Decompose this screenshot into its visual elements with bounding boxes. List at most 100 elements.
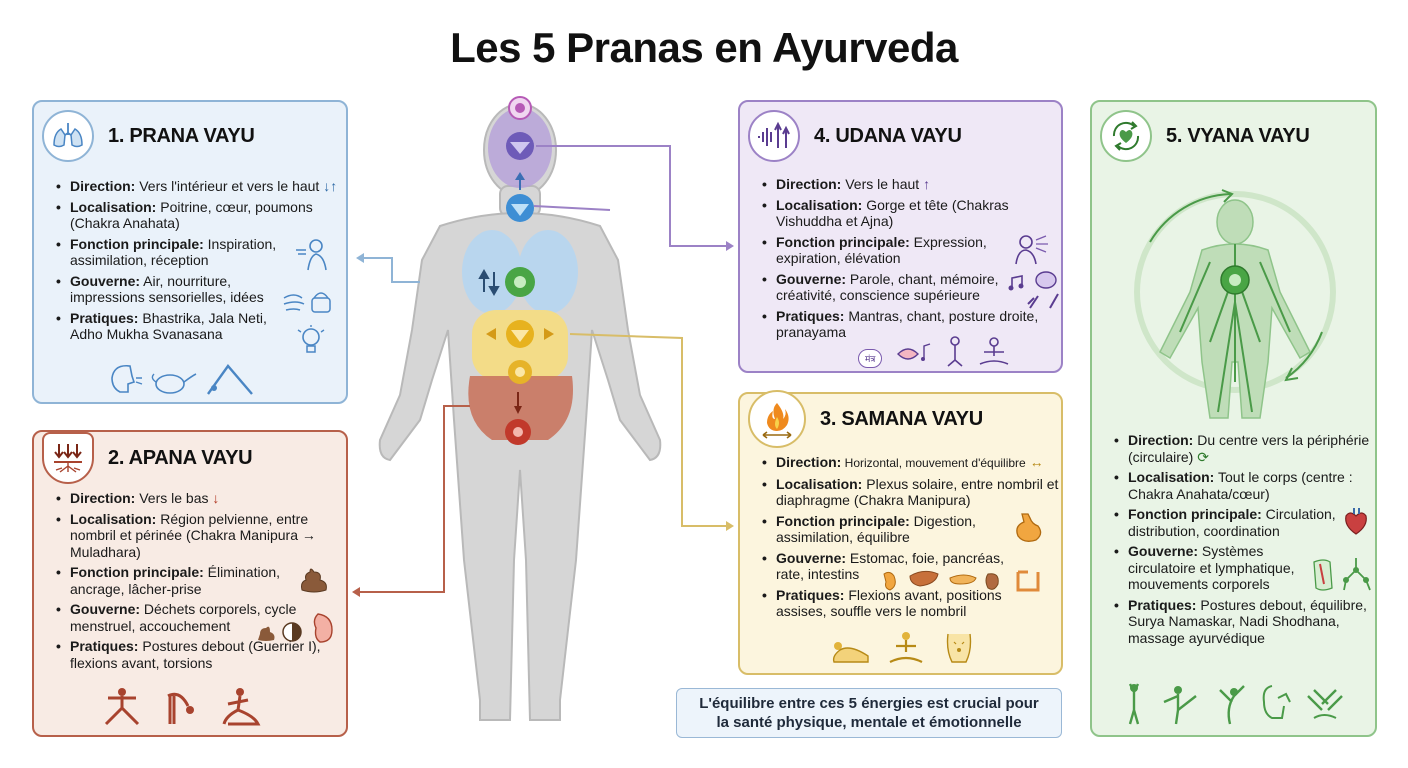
chest-region-blue-right xyxy=(518,230,578,314)
apana-vayu-panel: 2. APANA VAYU Direction: Vers le bas ↓ L… xyxy=(32,430,348,737)
forward-bend-icon xyxy=(167,692,194,724)
vyana-title: 5. VYANA VAYU xyxy=(1166,124,1310,147)
vyana-details: Direction: Du centre vers la périphérie … xyxy=(1114,432,1376,650)
samana-localisation: Localisation: Plexus solaire, entre nomb… xyxy=(762,476,1062,509)
connector-samana-arrow xyxy=(726,521,734,531)
horizontal-arrows-icon xyxy=(486,328,554,340)
apana-localisation: Localisation: Région pelvienne, entre no… xyxy=(56,511,348,561)
music-mind-icons xyxy=(1008,271,1059,309)
prana-vayu-panel: 1. PRANA VAYU Direction: Vers l'intérieu… xyxy=(32,100,348,404)
prana-fonction: Fonction principale: Inspiration, assimi… xyxy=(56,236,350,269)
vyana-direction: Direction: Du centre vers la périphérie … xyxy=(1114,432,1376,465)
up-down-arrows-icon xyxy=(478,268,500,297)
apana-header: 2. APANA VAYU xyxy=(42,432,253,484)
standing-pose-icon xyxy=(1128,683,1140,725)
samana-gouverne: Gouverne: Estomac, foie, pancréas, rate,… xyxy=(762,550,1062,583)
udana-localisation: Localisation: Gorge et tête (Chakras Vis… xyxy=(762,197,1062,230)
stomach-icon xyxy=(1016,513,1042,542)
udana-details: Direction: Vers le haut ↑ Localisation: … xyxy=(762,176,1062,345)
inhale-person-icon xyxy=(296,239,327,271)
vyana-pratiques: Pratiques: Postures debout, équilibre, S… xyxy=(1114,597,1376,647)
heart-organ-icon xyxy=(1345,508,1367,535)
singing-person-icon xyxy=(1015,235,1048,265)
waste-icon xyxy=(301,568,327,593)
samana-practice-icons xyxy=(828,630,976,666)
prana-pratiques: Pratiques: Bhastrika, Jala Neti, Adho Mu… xyxy=(56,310,350,343)
udana-direction: Direction: Vers le haut ↑ xyxy=(762,176,1062,193)
seated-meditation-icon xyxy=(889,632,923,663)
connector-udana xyxy=(536,145,728,247)
page-title: Les 5 Pranas en Ayurveda xyxy=(450,24,958,71)
connector-prana-arrow xyxy=(356,253,364,263)
vyana-fonction: Fonction principale: Circulation, distri… xyxy=(1114,506,1376,539)
apana-gouverne: Gouverne: Déchets corporels, cycle menst… xyxy=(56,601,348,634)
udana-gouverne: Gouverne: Parole, chant, mémoire, créati… xyxy=(762,271,1062,304)
chest-region-blue-left xyxy=(462,230,522,314)
samana-fonction: Fonction principale: Digestion, assimila… xyxy=(762,513,1062,546)
twist-pose-icon xyxy=(222,688,261,726)
chanting-mouth-icon xyxy=(897,343,931,361)
samana-header: 3. SAMANA VAYU xyxy=(748,390,983,448)
prana-details: Direction: Vers l'intérieur et vers le h… xyxy=(56,178,350,347)
samana-details: Direction: Horizontal, mouvement d'équil… xyxy=(762,454,1062,624)
udana-fonction: Fonction principale: Expression, expirat… xyxy=(762,234,1062,267)
massage-hands-icon xyxy=(1307,689,1343,719)
samana-pratiques: Pratiques: Flexions avant, positions ass… xyxy=(762,587,1062,620)
lightbulb-icon xyxy=(297,325,325,353)
throat-chakra-icon xyxy=(506,194,534,222)
vyana-localisation: Localisation: Tout le corps (centre : Ch… xyxy=(1114,469,1376,502)
sacral-chakra-icon xyxy=(508,360,532,384)
apana-fonction: Fonction principale: Élimination, ancrag… xyxy=(56,564,348,597)
prana-localisation: Localisation: Poitrine, cœur, poumons (C… xyxy=(56,199,350,232)
downward-dog-icon xyxy=(207,364,253,395)
mantra-badge: मंत्र xyxy=(858,349,883,368)
balance-note-line1: L'équilibre entre ces 5 énergies est cru… xyxy=(699,695,1039,712)
lymph-system-icons xyxy=(1313,558,1371,591)
connector-samana xyxy=(569,333,728,527)
apana-pratiques: Pratiques: Postures debout (Guerrier I),… xyxy=(56,638,348,671)
sound-wave-up-icon xyxy=(748,110,800,162)
vyana-header: 5. VYANA VAYU xyxy=(1100,110,1310,162)
vyana-gouverne: Gouverne: Systèmes circulatoire et lymph… xyxy=(1114,543,1376,593)
digestive-organ-icons xyxy=(883,570,1040,592)
apana-direction: Direction: Vers le bas ↓ xyxy=(56,490,348,507)
warrior-pose-icon xyxy=(104,688,140,726)
balance-pose-icon xyxy=(1163,686,1197,725)
samana-direction: Direction: Horizontal, mouvement d'équil… xyxy=(762,454,1062,472)
prana-title: 1. PRANA VAYU xyxy=(108,124,255,147)
seated-forward-bend-icon xyxy=(832,642,869,663)
balance-note-line2: la santé physique, mentale et émotionnel… xyxy=(716,714,1022,731)
air-food-icon xyxy=(283,292,331,313)
prana-practice-icons xyxy=(104,360,258,396)
connector-prana xyxy=(358,257,420,283)
downward-roots-icon xyxy=(42,432,94,484)
root-chakra-icon xyxy=(505,419,531,445)
connector-apana-arrow xyxy=(352,587,360,597)
sun-salutation-icon xyxy=(1219,685,1245,725)
heart-chakra-icon xyxy=(505,267,535,297)
connector-udana-throat xyxy=(533,205,611,211)
samana-vayu-panel: 3. SAMANA VAYU Direction: Horizontal, mo… xyxy=(738,390,1063,675)
nadi-shodhana-icon xyxy=(1262,685,1291,719)
down-arrow-icon xyxy=(514,392,522,414)
vyana-practice-icons xyxy=(1122,682,1346,726)
connector-udana-arrow xyxy=(726,241,734,251)
third-eye-chakra-icon xyxy=(506,132,534,160)
balance-note: L'équilibre entre ces 5 énergies est cru… xyxy=(676,688,1062,738)
flame-icon xyxy=(748,390,806,448)
connector-apana xyxy=(356,405,470,593)
udana-pratiques: Pratiques: Mantras, chant, posture droit… xyxy=(762,308,1062,341)
apana-title: 2. APANA VAYU xyxy=(108,446,253,469)
vyana-body-circulation xyxy=(1134,189,1336,419)
prana-gouverne: Gouverne: Air, nourriture, impressions s… xyxy=(56,273,350,306)
udana-header: 4. UDANA VAYU xyxy=(748,110,962,162)
apana-details: Direction: Vers le bas ↓ Localisation: R… xyxy=(56,490,348,675)
udana-title: 4. UDANA VAYU xyxy=(814,124,962,147)
prana-header: 1. PRANA VAYU xyxy=(42,110,255,162)
menstrual-cycle-icons xyxy=(258,613,333,643)
upright-posture-icon xyxy=(947,336,963,367)
samana-title: 3. SAMANA VAYU xyxy=(820,407,983,430)
navel-breath-icon xyxy=(946,633,972,663)
meditation-icon xyxy=(980,337,1009,365)
